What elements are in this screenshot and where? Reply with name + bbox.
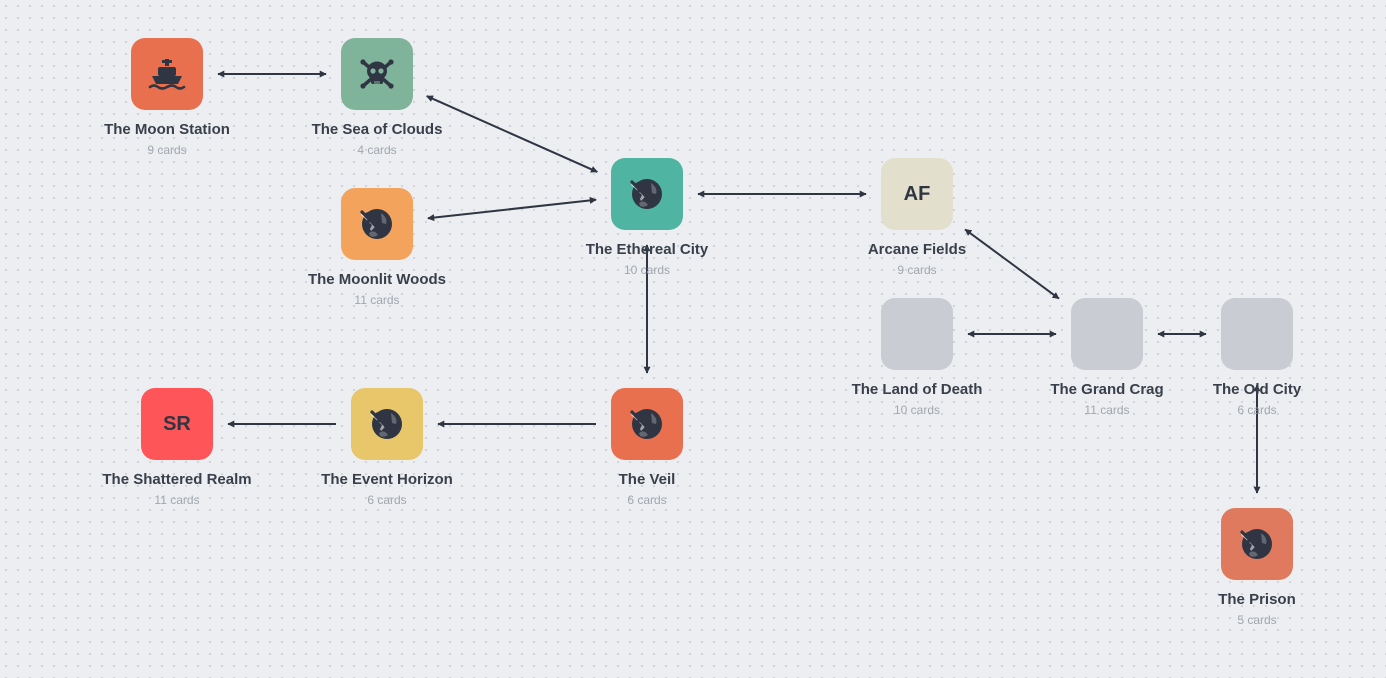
node-tile[interactable] <box>611 158 683 230</box>
node-tile[interactable] <box>341 38 413 110</box>
node-card-count: 11 cards <box>354 293 400 307</box>
node-card-count: 11 cards <box>1084 403 1130 417</box>
node-card-count: 5 cards <box>1237 613 1277 627</box>
node-tile[interactable]: SR <box>141 388 213 460</box>
node-card-count: 10 cards <box>893 403 941 417</box>
node-tile[interactable] <box>341 188 413 260</box>
globe-plane-icon <box>627 174 667 214</box>
node-card-count: 6 cards <box>367 493 407 507</box>
node-initials: AF <box>903 182 931 205</box>
node-shattered-realm[interactable]: SR The Shattered Realm 11 cards <box>77 388 277 507</box>
node-moon-station[interactable]: The Moon Station 9 cards <box>67 38 267 157</box>
node-label: Arcane Fields <box>867 241 967 258</box>
node-card-count: 9 cards <box>897 263 937 277</box>
node-label: The Shattered Realm <box>102 471 252 488</box>
node-tile[interactable] <box>1221 298 1293 370</box>
node-tile[interactable] <box>351 388 423 460</box>
node-arcane-fields[interactable]: AF Arcane Fields 9 cards <box>817 158 1017 277</box>
node-tile[interactable] <box>611 388 683 460</box>
node-ethereal-city[interactable]: The Ethereal City 10 cards <box>547 158 747 277</box>
node-tile[interactable] <box>1071 298 1143 370</box>
globe-plane-icon <box>627 404 667 444</box>
node-card-count: 9 cards <box>147 143 187 157</box>
node-initials: SR <box>163 412 191 435</box>
node-label: The Land of Death <box>851 381 983 398</box>
node-old-city[interactable]: The Old City 6 cards <box>1157 298 1357 417</box>
node-prison[interactable]: The Prison 5 cards <box>1157 508 1357 627</box>
node-card-count: 4 cards <box>357 143 397 157</box>
node-card-count: 11 cards <box>154 493 200 507</box>
node-label: The Event Horizon <box>321 471 453 488</box>
node-tile[interactable] <box>131 38 203 110</box>
node-event-horizon[interactable]: The Event Horizon 6 cards <box>287 388 487 507</box>
node-card-count: 10 cards <box>623 263 671 277</box>
node-tile[interactable]: AF <box>881 158 953 230</box>
globe-plane-icon <box>1237 524 1277 564</box>
node-card-count: 6 cards <box>627 493 667 507</box>
node-label: The Moon Station <box>104 121 230 138</box>
node-label: The Grand Crag <box>1050 381 1164 398</box>
globe-plane-icon <box>367 404 407 444</box>
node-label: The Moonlit Woods <box>307 271 447 288</box>
skull-crossbones-icon <box>357 54 397 94</box>
node-label: The Ethereal City <box>585 241 709 258</box>
node-label: The Old City <box>1212 381 1302 398</box>
node-moonlit-woods[interactable]: The Moonlit Woods 11 cards <box>277 188 477 307</box>
node-sea-of-clouds[interactable]: The Sea of Clouds 4 cards <box>277 38 477 157</box>
node-label: The Veil <box>618 471 676 488</box>
node-card-count: 6 cards <box>1237 403 1277 417</box>
node-label: The Sea of Clouds <box>311 121 443 138</box>
node-tile[interactable] <box>881 298 953 370</box>
globe-plane-icon <box>357 204 397 244</box>
node-veil[interactable]: The Veil 6 cards <box>547 388 747 507</box>
node-tile[interactable] <box>1221 508 1293 580</box>
node-land-of-death[interactable]: The Land of Death 10 cards <box>817 298 1017 417</box>
ship-icon <box>147 54 187 94</box>
node-label: The Prison <box>1218 591 1296 608</box>
node-grand-crag[interactable]: The Grand Crag 11 cards <box>1007 298 1207 417</box>
